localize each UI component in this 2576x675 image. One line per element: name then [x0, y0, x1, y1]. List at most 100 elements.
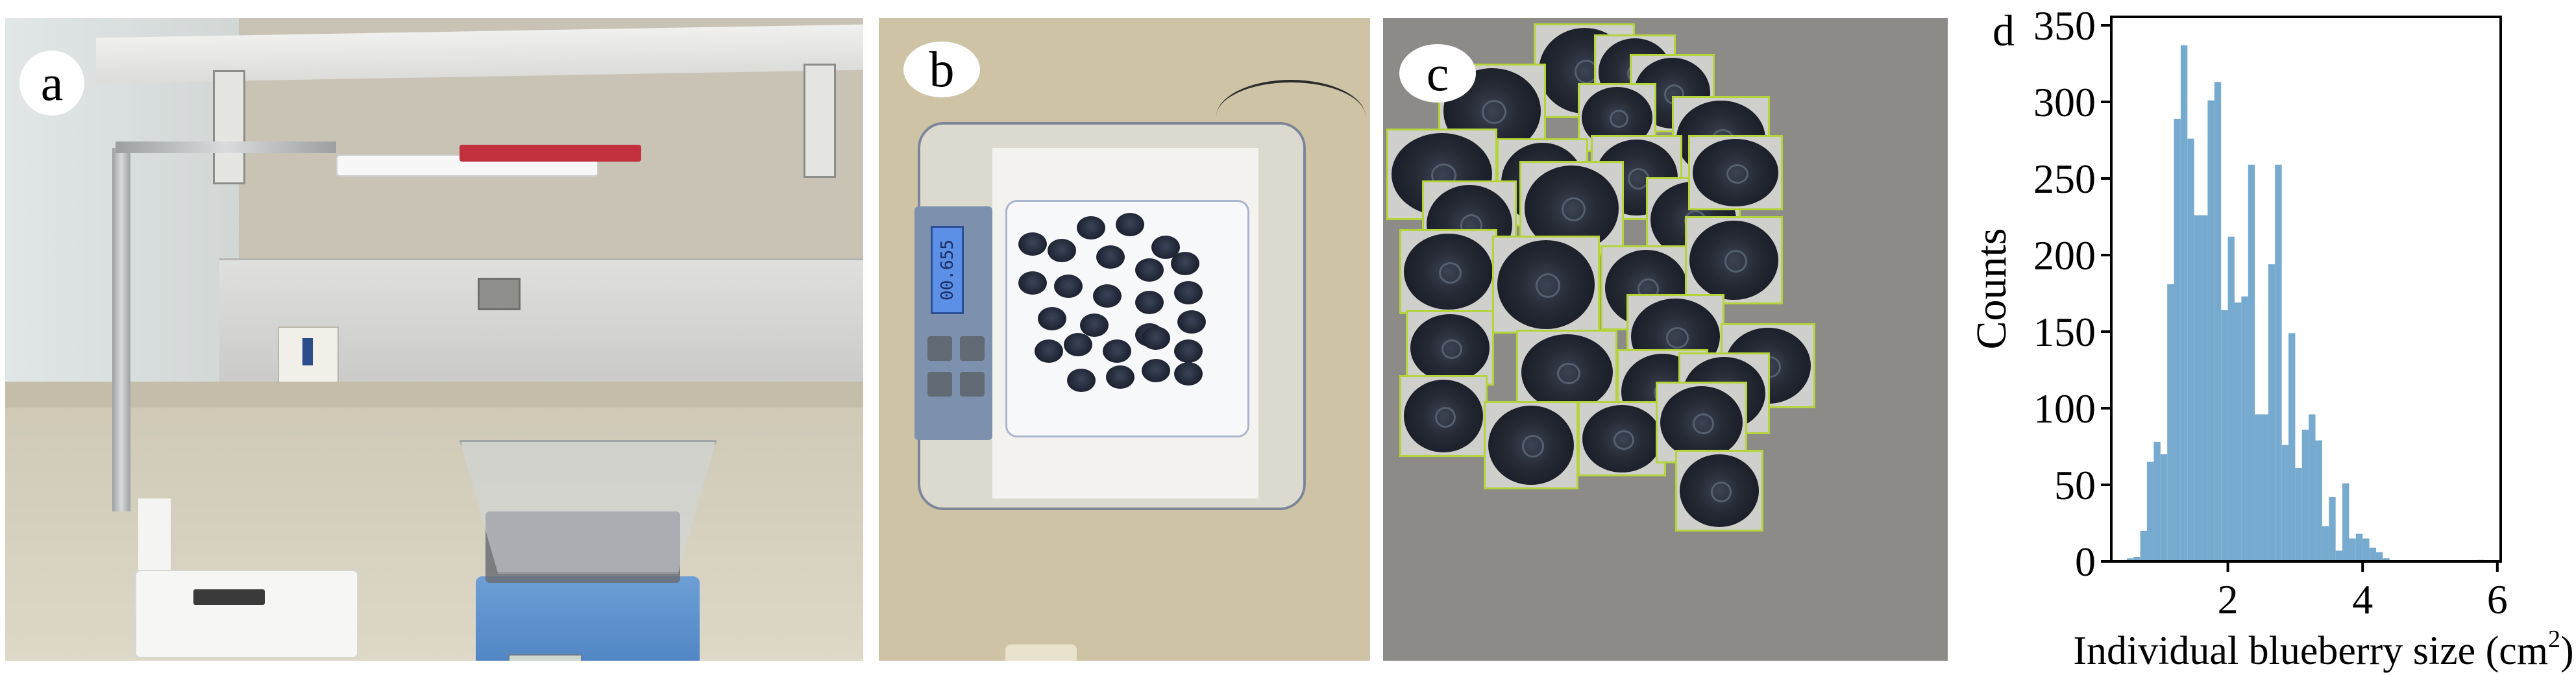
blueberry — [1096, 245, 1125, 269]
x-axis-label: Individual blueberry size (cm2) — [2073, 626, 2573, 673]
histogram-bar — [2275, 164, 2282, 561]
histogram-bar — [2140, 530, 2148, 561]
stand-control-panel — [193, 589, 265, 605]
blueberry — [1174, 362, 1203, 386]
camera-stand-pole — [112, 148, 130, 511]
histogram-bar — [2153, 441, 2161, 561]
histogram-bar — [2221, 310, 2228, 561]
camera-stand-base — [135, 570, 358, 658]
histogram-bar — [2281, 445, 2289, 561]
blueberry — [1067, 369, 1096, 392]
histogram-bar — [2301, 430, 2309, 561]
wall-switch — [278, 326, 339, 384]
histogram-bar — [2194, 215, 2202, 561]
blueberry — [1135, 258, 1164, 282]
y-tick-label: 300 — [2033, 79, 2096, 125]
panel-c-detections: c — [1383, 18, 1948, 661]
scale-reading: 00.655 — [937, 239, 957, 301]
camera-stand-arm — [116, 141, 336, 153]
histogram-bar — [2214, 82, 2222, 561]
histogram-bar — [2342, 483, 2349, 561]
histogram-bar — [2147, 461, 2154, 561]
y-tick-label: 100 — [2033, 386, 2096, 432]
x-tick-label: 2 — [2218, 576, 2239, 622]
blueberry — [1174, 281, 1203, 304]
histogram-bar — [2309, 414, 2316, 561]
scale-bowl — [460, 440, 717, 574]
scale-button — [927, 336, 952, 361]
panel-a-photo-setup: a — [5, 18, 863, 661]
scale-display — [508, 654, 582, 661]
y-tick-label: 200 — [2033, 232, 2096, 278]
blueberry — [1080, 313, 1109, 337]
blueberry — [1093, 284, 1122, 308]
blueberry — [1018, 232, 1047, 256]
histogram-bar — [2241, 296, 2248, 561]
histogram-bar — [2167, 284, 2174, 561]
histogram-bar — [2362, 538, 2370, 561]
histogram-bar — [2288, 333, 2296, 561]
blueberry — [1142, 326, 1170, 350]
histogram-bar — [2295, 468, 2302, 561]
y-tick-label: 350 — [2033, 3, 2096, 49]
plot-frame — [2110, 16, 2502, 563]
histogram-bar — [2248, 164, 2255, 561]
detection-box — [1685, 216, 1783, 304]
blueberry — [1177, 310, 1206, 334]
detection-box — [1406, 310, 1494, 386]
blueberry — [1018, 271, 1047, 295]
detection-box — [1492, 236, 1600, 334]
power-outlet — [478, 278, 521, 310]
histogram-bar — [2174, 118, 2181, 561]
scale-display: 00.655 — [931, 226, 964, 314]
blueberry — [1038, 307, 1066, 330]
panel-label-a: a — [19, 51, 84, 116]
histogram-bar — [2349, 538, 2356, 561]
detection-box — [1656, 382, 1747, 463]
detection-box — [1399, 375, 1488, 457]
panel-b-scale-top-view: 00.655 b — [879, 18, 1370, 661]
detection-box — [1688, 135, 1783, 210]
digital-scale — [476, 576, 700, 661]
histogram-bar — [2315, 440, 2322, 561]
y-axis-label: Counts — [1973, 228, 2015, 349]
x-tick-label: 4 — [2352, 576, 2373, 622]
blueberry — [1106, 365, 1135, 389]
blueberry — [1035, 339, 1063, 363]
blueberry — [1116, 213, 1144, 236]
histogram-bar — [2355, 534, 2363, 561]
blueberry — [1054, 275, 1083, 298]
histogram-bar — [2234, 302, 2242, 561]
histogram-bar — [2383, 558, 2390, 561]
power-cable — [1216, 80, 1366, 154]
detection-box — [1484, 401, 1578, 489]
histogram-bar — [2375, 552, 2383, 561]
phone-camera — [460, 145, 641, 162]
panel-label-d: d — [1993, 6, 2015, 55]
scale-button — [960, 336, 985, 361]
scale-button — [927, 372, 952, 397]
y-tick-label: 250 — [2033, 156, 2096, 202]
blueberry — [1103, 339, 1131, 363]
blueberry — [1077, 216, 1105, 239]
y-tick-label: 150 — [2033, 309, 2096, 355]
blueberry — [1064, 333, 1092, 356]
y-tick-label: 0 — [2075, 539, 2096, 585]
histogram-bar — [2261, 414, 2268, 561]
blueberry — [1048, 239, 1076, 262]
countertop — [5, 408, 863, 661]
blueberry — [1142, 359, 1170, 382]
histogram-bars — [2126, 45, 2484, 562]
shelf-bracket — [213, 70, 245, 184]
panel-label-b: b — [903, 41, 980, 97]
detection-box — [1578, 401, 1666, 476]
blueberry — [1174, 339, 1203, 363]
shelf-bracket — [803, 64, 836, 178]
detection-box — [1675, 450, 1763, 532]
histogram-bar — [2369, 547, 2376, 561]
histogram-bar — [2201, 215, 2208, 561]
histogram-bar — [2322, 526, 2329, 561]
